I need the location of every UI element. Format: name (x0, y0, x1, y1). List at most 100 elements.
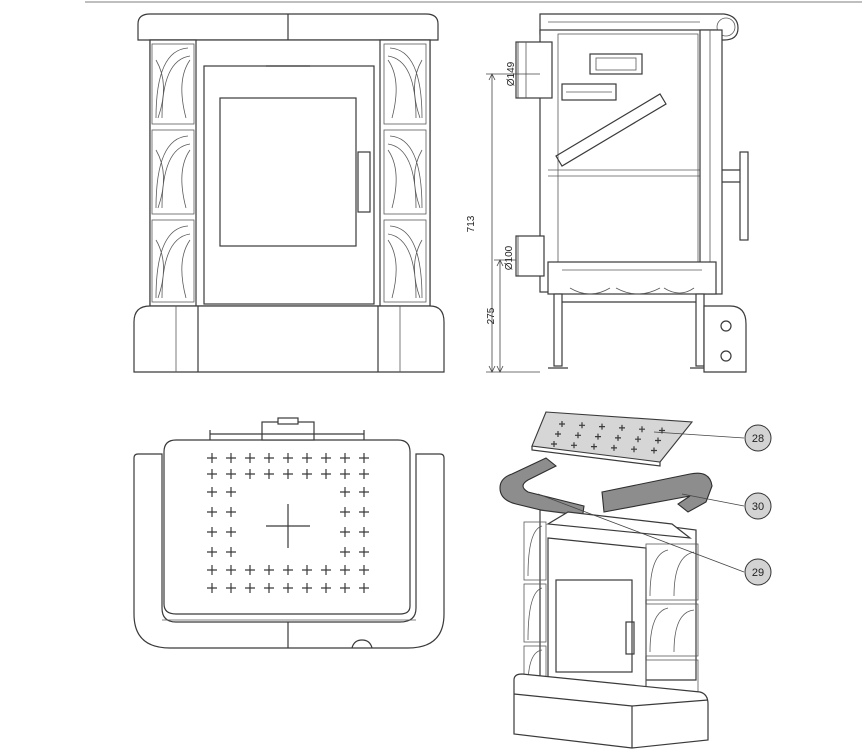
vent-cross (359, 507, 369, 517)
vent-cross (207, 469, 217, 479)
vent-cross (207, 583, 217, 593)
top-view-knob (351, 639, 373, 649)
vent-cross (595, 433, 601, 440)
side-ash-area (547, 261, 717, 295)
vent-cross (619, 424, 625, 431)
dim-flue-diameter: Ø149 (506, 61, 517, 86)
side-flue-149 (515, 41, 553, 99)
vent-cross (245, 453, 255, 463)
exploded-door-handle (625, 621, 635, 655)
vent-cross (226, 583, 236, 593)
vent-cross (340, 487, 350, 497)
front-door-handle (357, 151, 371, 213)
vent-cross (283, 565, 293, 575)
side-inlet-100 (515, 235, 545, 277)
exploded-view (499, 411, 713, 749)
vent-cross (264, 583, 274, 593)
vent-cross (359, 453, 369, 463)
vent-cross (321, 469, 331, 479)
vent-cross (226, 565, 236, 575)
vent-cross (611, 444, 617, 451)
vent-cross (226, 507, 236, 517)
vent-cross (264, 565, 274, 575)
callout-number: 28 (752, 433, 764, 445)
top-view-vent-crosses (207, 453, 369, 593)
vent-cross (340, 527, 350, 537)
vent-cross (359, 583, 369, 593)
vent-cross (571, 442, 577, 449)
exploded-left-tile (499, 457, 585, 521)
callout-30: 30 (744, 492, 772, 520)
callout-number: 29 (752, 567, 764, 579)
vent-cross (207, 565, 217, 575)
vent-cross (340, 453, 350, 463)
vent-cross (283, 453, 293, 463)
vent-cross (226, 469, 236, 479)
vent-cross (359, 527, 369, 537)
vent-cross (559, 421, 565, 427)
front-right-tiles (379, 39, 431, 307)
vent-cross (283, 583, 293, 593)
callout-29: 29 (744, 558, 772, 586)
callout-leaders (537, 431, 745, 573)
vent-cross (579, 422, 585, 429)
side-leg-rear (695, 293, 705, 367)
vent-cross (359, 547, 369, 557)
front-base (133, 305, 445, 373)
vent-cross (226, 527, 236, 537)
exploded-top-plate (531, 411, 694, 463)
vent-cross (226, 547, 236, 557)
exploded-door-glass (555, 579, 633, 673)
callout-circle (744, 424, 772, 452)
exploded-stove-front (547, 537, 647, 695)
vent-cross (302, 469, 312, 479)
front-view (133, 13, 445, 373)
dimension-lines (486, 42, 540, 373)
vent-cross (655, 437, 661, 444)
vent-cross (302, 453, 312, 463)
vent-cross (207, 507, 217, 517)
vent-cross (591, 443, 597, 450)
vent-cross (245, 583, 255, 593)
vent-cross (631, 446, 637, 453)
vent-cross (575, 432, 581, 439)
side-rear-base (703, 305, 747, 373)
vent-cross (555, 431, 561, 437)
vent-cross (321, 565, 331, 575)
vent-cross (340, 469, 350, 479)
vent-cross (340, 565, 350, 575)
vent-cross (207, 547, 217, 557)
top-view-flue (261, 421, 315, 441)
vent-cross (207, 487, 217, 497)
side-baffle (555, 93, 667, 167)
vent-cross (639, 426, 645, 433)
dim-leg-height: 275 (486, 307, 497, 324)
vent-cross (207, 527, 217, 537)
front-door (203, 65, 375, 305)
vent-cross (635, 436, 641, 443)
vent-cross (302, 565, 312, 575)
exploded-right-tile (601, 472, 713, 513)
vent-cross (651, 447, 657, 454)
front-door-glass (219, 97, 357, 247)
dim-inlet-diameter: Ø100 (504, 245, 515, 270)
side-part-mid (561, 83, 617, 101)
exploded-base (513, 673, 709, 749)
side-rear-panel (699, 29, 723, 295)
top-view (133, 417, 445, 649)
vent-cross (245, 565, 255, 575)
vent-cross (551, 441, 557, 447)
vent-cross (359, 469, 369, 479)
vent-cross (264, 469, 274, 479)
vent-cross (226, 487, 236, 497)
vent-cross (599, 423, 605, 430)
vent-cross (207, 453, 217, 463)
vent-cross (264, 453, 274, 463)
vent-cross (283, 469, 293, 479)
top-view-frame (133, 453, 445, 649)
side-view (515, 13, 749, 373)
vent-cross (226, 453, 236, 463)
vent-cross (359, 487, 369, 497)
callout-circle (744, 558, 772, 586)
